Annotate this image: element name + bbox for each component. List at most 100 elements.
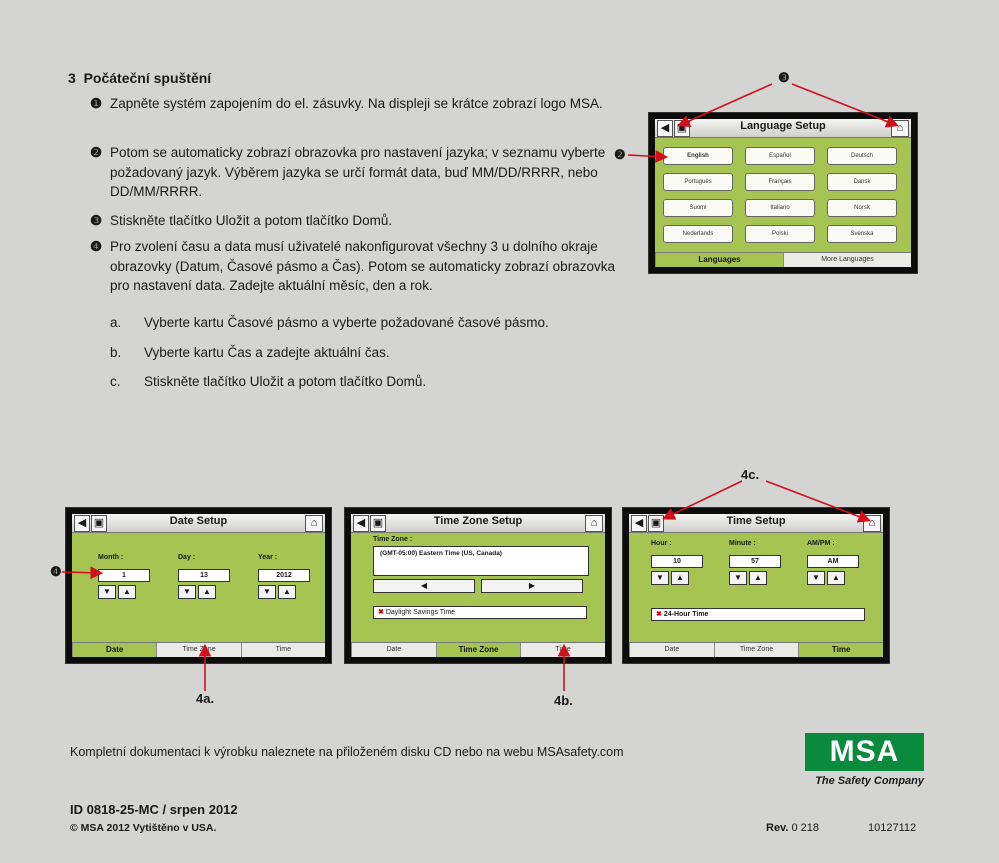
down-arrow-icon[interactable]: ▼	[807, 571, 825, 585]
24h-label: 24-Hour Time	[663, 611, 709, 618]
language-button[interactable]: Français	[745, 173, 815, 191]
step-bullet: ❹	[90, 239, 103, 254]
up-arrow-icon[interactable]: ▲	[198, 585, 216, 599]
ampm-field[interactable]: AM	[807, 555, 859, 568]
language-button[interactable]: Polski	[745, 225, 815, 243]
up-arrow-icon[interactable]: ▲	[671, 571, 689, 585]
tab-date[interactable]: Date	[72, 643, 157, 657]
back-icon[interactable]: ◀	[74, 515, 90, 532]
dst-checkbox[interactable]: ✖ Daylight Savings Time	[373, 606, 587, 619]
down-arrow-icon[interactable]: ▼	[178, 585, 196, 599]
step-text: Stiskněte tlačítko Uložit a potom tlačít…	[110, 213, 393, 228]
tab-languages[interactable]: Languages	[655, 253, 783, 267]
back-icon[interactable]: ◀	[631, 515, 647, 532]
revision-value: 0 218	[791, 822, 820, 834]
timezone-screen: ◀ ▣ Time Zone Setup ⌂ Time Zone : (GMT-0…	[351, 514, 605, 657]
home-icon[interactable]: ⌂	[585, 515, 603, 532]
language-button[interactable]: Italiano	[745, 199, 815, 217]
24h-checkbox[interactable]: ✖ 24-Hour Time	[651, 608, 865, 621]
home-icon[interactable]: ⌂	[305, 515, 323, 532]
tab-more-languages[interactable]: More Languages	[783, 253, 911, 267]
tab-time[interactable]: Time	[798, 643, 884, 657]
step-text: Zapněte systém zapojením do el. zásuvky.…	[110, 96, 603, 111]
save-icon[interactable]: ▣	[370, 515, 386, 532]
language-button[interactable]: Svenska	[827, 225, 897, 243]
marker-4b: 4b.	[554, 693, 573, 708]
substep-letter: a.	[110, 315, 122, 330]
language-button[interactable]: Nederlands	[663, 225, 733, 243]
save-icon[interactable]: ▣	[91, 515, 107, 532]
marker-4: ❹	[50, 564, 62, 579]
step-text: Pro zvolení času a data musí uživatelé n…	[110, 239, 615, 293]
arrow-4	[61, 566, 104, 580]
language-button[interactable]: Português	[663, 173, 733, 191]
up-arrow-icon[interactable]: ▲	[827, 571, 845, 585]
hour-field[interactable]: 10	[651, 555, 703, 568]
year-field[interactable]: 2012	[258, 569, 310, 582]
tab-bar: Date Time Zone Time	[351, 642, 605, 657]
home-icon[interactable]: ⌂	[863, 515, 881, 532]
timezone-value[interactable]: (GMT-05:00) Eastern Time (US, Canada)	[373, 546, 589, 576]
msa-tagline: The Safety Company	[815, 775, 924, 787]
back-icon[interactable]: ◀	[353, 515, 369, 532]
section-heading: 3 Počáteční spuštění	[68, 70, 211, 86]
down-arrow-icon[interactable]: ▼	[258, 585, 276, 599]
language-button[interactable]: Español	[745, 147, 815, 165]
tab-bar: Languages More Languages	[655, 252, 911, 267]
title-bar: ◀ ▣ Time Zone Setup ⌂	[351, 514, 605, 533]
step-text: Potom se automaticky zobrazí obrazovka p…	[110, 145, 606, 199]
document-id: ID 0818-25-MC / srpen 2012	[70, 802, 238, 817]
tab-time-zone[interactable]: Time Zone	[713, 643, 799, 657]
step-bullet: ❶	[90, 96, 103, 111]
down-arrow-icon[interactable]: ▼	[651, 571, 669, 585]
step-bullet: ❸	[90, 213, 103, 228]
title-bar: ◀ ▣ Language Setup ⌂	[655, 119, 911, 138]
step-bullet: ❷	[90, 145, 103, 160]
day-field[interactable]: 13	[178, 569, 230, 582]
substep-c: c.Stiskněte tlačítko Uložit a potom tlač…	[110, 374, 426, 389]
arrow-4c-home	[765, 480, 871, 523]
right-arrow-icon[interactable]: ▶	[481, 579, 583, 593]
down-arrow-icon[interactable]: ▼	[729, 571, 747, 585]
arrow-3-save	[677, 83, 773, 127]
tab-time-zone[interactable]: Time Zone	[435, 643, 521, 657]
tab-date[interactable]: Date	[629, 643, 714, 657]
step-1: ❶ Zapněte systém zapojením do el. zásuvky…	[90, 94, 620, 114]
month-field[interactable]: 1	[98, 569, 150, 582]
language-setup-screenshot: ◀ ▣ Language Setup ⌂ English Español Deu…	[648, 112, 918, 274]
language-button[interactable]: Norsk	[827, 199, 897, 217]
up-arrow-icon[interactable]: ▲	[749, 571, 767, 585]
step-4: ❹ Pro zvolení času a data musí uživatelé …	[90, 237, 620, 296]
timezone-label: Time Zone :	[373, 536, 413, 543]
up-arrow-icon[interactable]: ▲	[278, 585, 296, 599]
language-button[interactable]: Deutsch	[827, 147, 897, 165]
section-number: 3	[68, 70, 76, 86]
up-arrow-icon[interactable]: ▲	[118, 585, 136, 599]
tab-time[interactable]: Time	[240, 643, 325, 657]
language-button[interactable]: Suomi	[663, 199, 733, 217]
screen-title: Time Zone Setup	[433, 515, 523, 527]
save-icon[interactable]: ▣	[648, 515, 664, 532]
cross-icon: ✖	[656, 611, 662, 618]
title-bar: ◀ ▣ Date Setup ⌂	[72, 514, 325, 533]
back-icon[interactable]: ◀	[657, 120, 673, 137]
dst-label: Daylight Savings Time	[385, 609, 456, 616]
date-setup-screenshot: ◀ ▣ Date Setup ⌂ Month : 1 ▼ ▲ Day : 13 …	[65, 507, 332, 664]
revision: Rev. 0 218	[766, 822, 819, 834]
language-button[interactable]: Dansk	[827, 173, 897, 191]
language-screen: ◀ ▣ Language Setup ⌂ English Español Deu…	[655, 119, 911, 267]
substep-text: Vyberte kartu Časové pásmo a vyberte pož…	[144, 315, 549, 330]
down-arrow-icon[interactable]: ▼	[98, 585, 116, 599]
tab-date[interactable]: Date	[351, 643, 436, 657]
arrow-3-home	[791, 83, 899, 128]
marker-4a: 4a.	[196, 691, 215, 706]
day-label: Day :	[178, 554, 196, 561]
ampm-label: AM/PM :	[807, 540, 835, 547]
minute-field[interactable]: 57	[729, 555, 781, 568]
tab-bar: Date Time Zone Time	[629, 642, 884, 657]
screen-title: Language Setup	[740, 120, 826, 132]
marker-3: ❸	[778, 70, 790, 85]
substep-a: a. Vyberte kartu Časové pásmo a vyberte p…	[110, 315, 549, 330]
left-arrow-icon[interactable]: ◀	[373, 579, 475, 593]
